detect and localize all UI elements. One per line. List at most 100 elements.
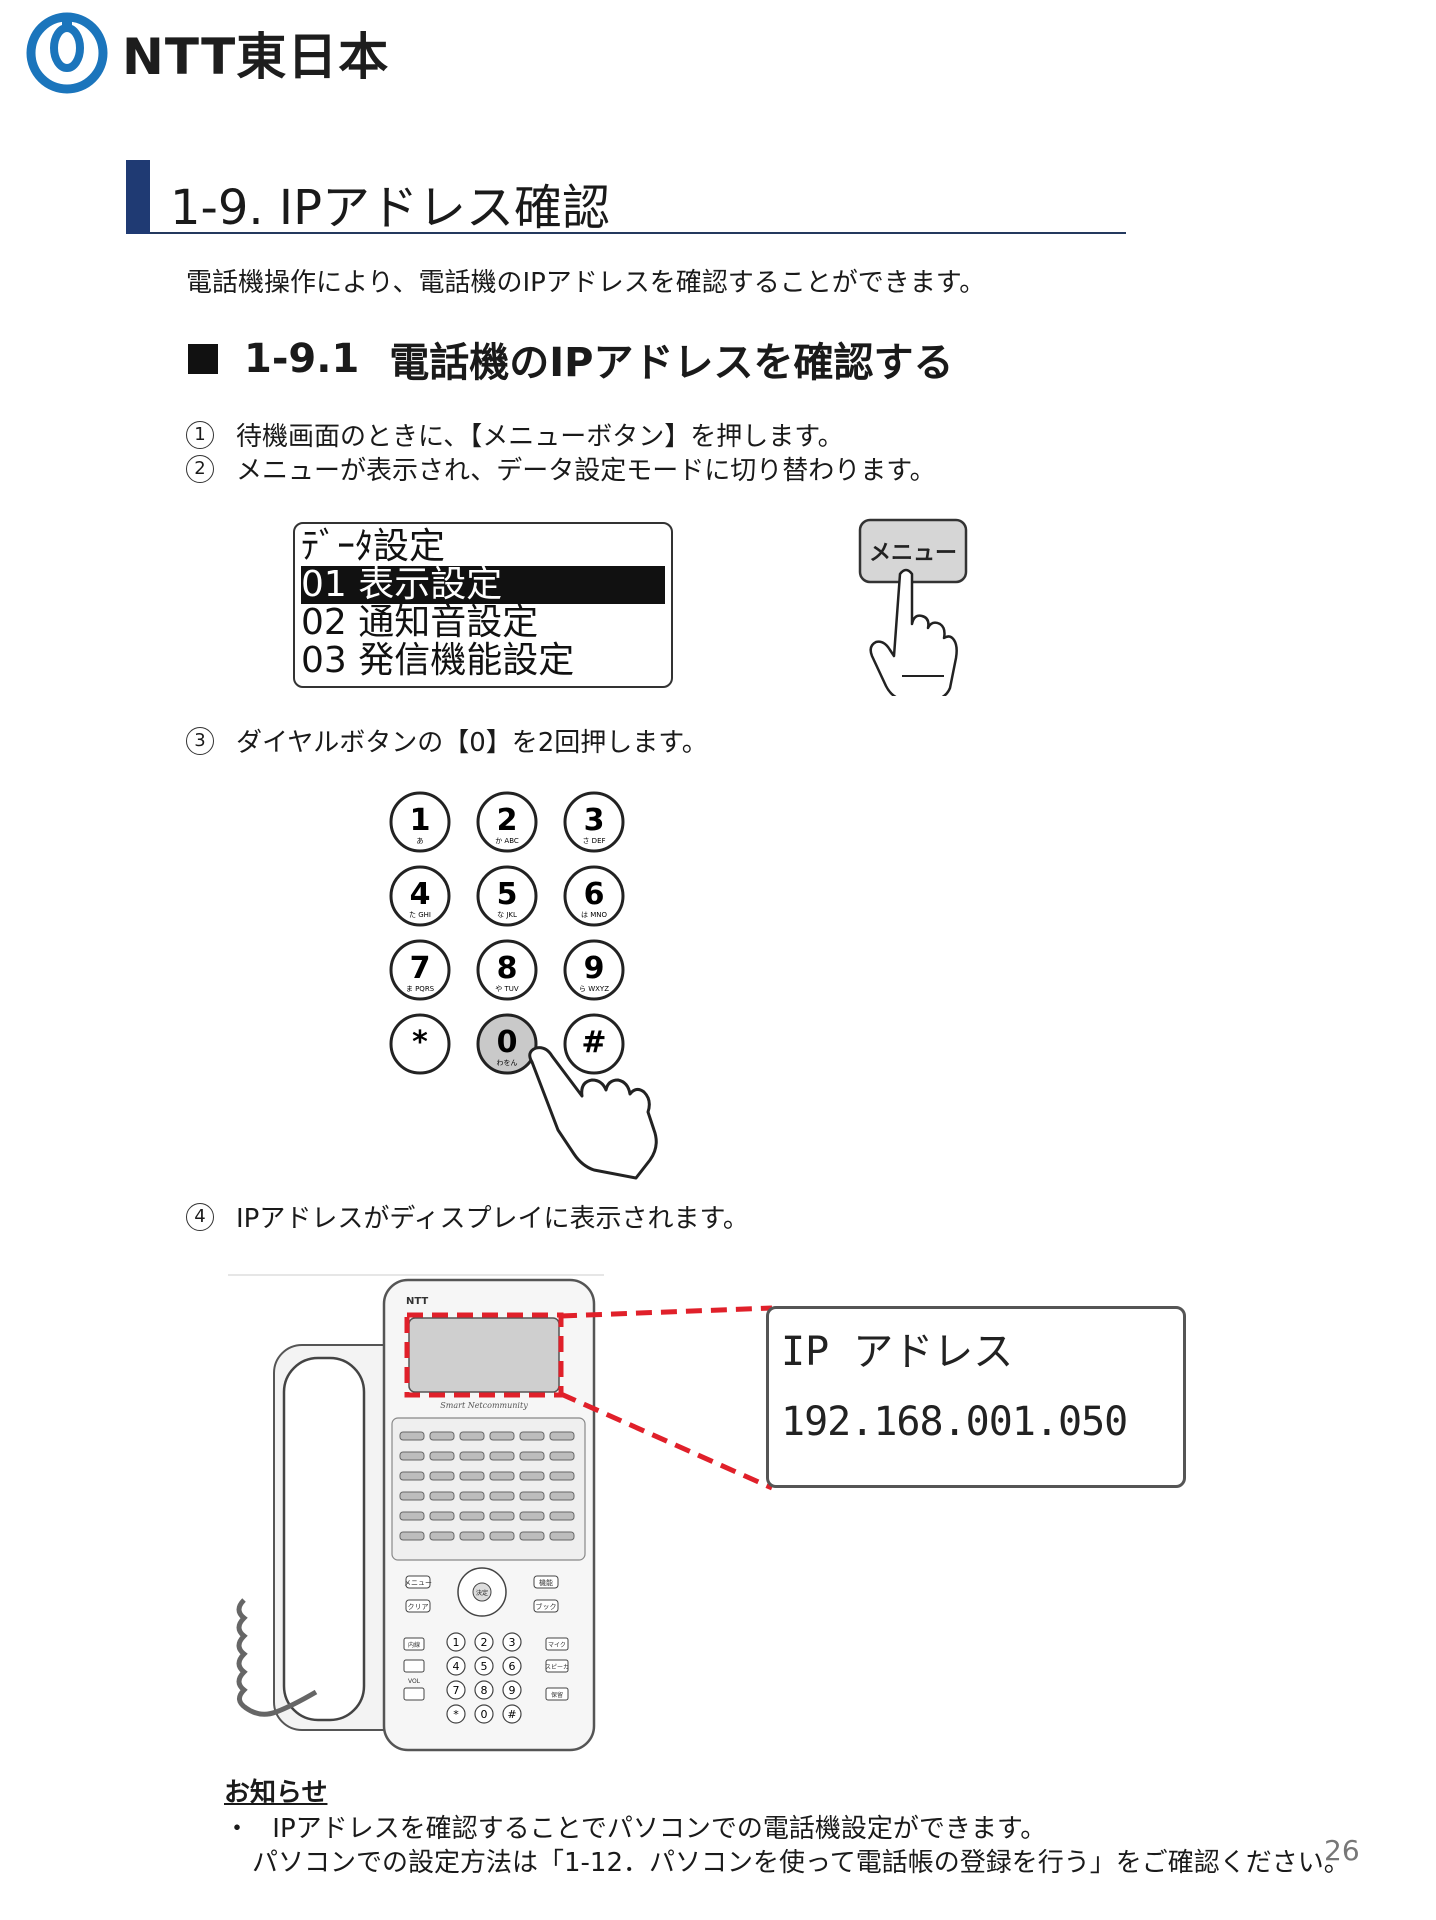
phone-lcd-screen (408, 1317, 560, 1393)
function-key (459, 1471, 485, 1481)
lcd-line-selected: 01 表示設定 (301, 566, 665, 604)
square-bullet-icon (188, 344, 218, 374)
phone-side-key (403, 1659, 425, 1673)
phone-illustration: NTT Smart Netcommunity メニュー クリア 機能 ブック 決… (228, 1274, 774, 1752)
notice-line-2: パソコンでの設定方法は「1-12．パソコンを使って電話帳の登録を行う」をご確認く… (252, 1848, 1350, 1878)
dial-key-label: 4 (410, 877, 431, 912)
function-key (489, 1471, 515, 1481)
dial-key: 6は MNO (563, 865, 625, 927)
function-key (549, 1471, 575, 1481)
dial-key-sublabel: か ABC (495, 837, 519, 845)
notice-title: お知らせ (224, 1778, 328, 1808)
function-key (489, 1531, 515, 1541)
phone-dial-key-label: 6 (509, 1660, 516, 1673)
phone-side-key-right (545, 1637, 569, 1651)
function-key (549, 1491, 575, 1501)
dial-key-sublabel: な JKL (497, 911, 517, 919)
dial-key-label: 6 (584, 877, 605, 912)
dial-key-label: # (581, 1025, 606, 1060)
phone-function-key-label: 機能 (539, 1578, 553, 1587)
phone-dial-key (474, 1656, 494, 1676)
function-key (549, 1431, 575, 1441)
function-key (459, 1451, 485, 1461)
subsection-heading: 1-9.1 電話機のIPアドレスを確認する (188, 330, 954, 388)
hand-pointer-icon (869, 568, 958, 696)
dial-key-circle (476, 1013, 538, 1075)
function-key (459, 1511, 485, 1521)
menu-button-press-illustration: メニュー (858, 518, 968, 696)
dial-key-sublabel: や TUV (495, 985, 519, 993)
phone-side-key-right-label: 保留 (551, 1691, 563, 1699)
phone-dial-key-label: 5 (481, 1660, 488, 1673)
phone-dial-key (446, 1680, 466, 1700)
phone-model-label: Smart Netcommunity (440, 1401, 528, 1410)
phone-dial-key (502, 1680, 522, 1700)
lcd-line: 03 発信機能設定 (301, 640, 575, 681)
dial-key-label: 2 (497, 803, 518, 838)
function-key (429, 1451, 455, 1461)
dial-key-sublabel: ら WXYZ (579, 985, 609, 993)
function-key (489, 1431, 515, 1441)
subsection-number: 1-9.1 (244, 336, 360, 382)
dial-key: # (563, 1013, 625, 1075)
step-2: 2 メニューが表示され、データ設定モードに切り替わります。 (186, 450, 936, 487)
menu-button-label: メニュー (869, 541, 957, 566)
phone-dial-key-label: * (453, 1708, 459, 1721)
dial-key-label: 0 (497, 1025, 518, 1060)
phone-dial-key (474, 1632, 494, 1652)
lcd-line: ﾃﾞｰﾀ設定 (301, 526, 446, 567)
notice-line-1: ・ IPアドレスを確認することでパソコンでの電話機設定ができます。 (224, 1808, 1046, 1845)
phone-dial-key-label: 3 (509, 1636, 516, 1649)
dial-key-circle (389, 791, 451, 853)
dial-key-label: 1 (410, 803, 431, 838)
function-key (399, 1531, 425, 1541)
function-key (399, 1431, 425, 1441)
phone-dial-key-label: 0 (481, 1708, 488, 1721)
dial-key-circle (563, 939, 625, 1001)
function-key (549, 1511, 575, 1521)
phone-book-key (533, 1599, 559, 1613)
function-key (519, 1531, 545, 1541)
dial-key-circle (476, 865, 538, 927)
step-3: 3 ダイヤルボタンの【0】を2回押します。 (186, 722, 708, 759)
dial-key-circle (563, 865, 625, 927)
section-title: 1-9. IPアドレス確認 (170, 180, 611, 236)
phone-dial-key (474, 1680, 494, 1700)
phone-dial-key-label: # (507, 1708, 516, 1721)
phone-dial-key (502, 1632, 522, 1652)
section-heading: 1-9. IPアドレス確認 (126, 160, 1126, 236)
phone-dial-key (502, 1704, 522, 1724)
dial-key-sublabel: た GHI (409, 911, 431, 919)
function-key (399, 1491, 425, 1501)
dial-key-sublabel: さ DEF (582, 837, 605, 845)
dial-key-circle (389, 939, 451, 1001)
function-key (429, 1531, 455, 1541)
hand-pointer-icon (528, 1046, 658, 1180)
phone-side-key-label: VOL (408, 1678, 421, 1685)
phone-dial-key-label: 1 (453, 1636, 460, 1649)
function-key (549, 1531, 575, 1541)
dial-key-circle (563, 791, 625, 853)
function-key (399, 1511, 425, 1521)
step-text: メニューが表示され、データ設定モードに切り替わります。 (236, 456, 936, 486)
function-key (519, 1451, 545, 1461)
phone-menu-key (405, 1575, 431, 1589)
phone-dial-key (446, 1704, 466, 1724)
dial-key-circle (389, 1013, 451, 1075)
phone-dial-key-label: 2 (481, 1636, 488, 1649)
dial-key-circle (476, 939, 538, 1001)
phone-dial-key-label: 7 (453, 1684, 460, 1697)
dial-key-label: 7 (410, 951, 431, 986)
dial-key: 9ら WXYZ (563, 939, 625, 1001)
phone-clear-key-label: クリア (408, 1603, 429, 1611)
dial-key-sublabel: は MNO (581, 911, 608, 919)
function-key (459, 1431, 485, 1441)
dial-key: 2か ABC (476, 791, 538, 853)
function-key (519, 1471, 545, 1481)
function-key (489, 1511, 515, 1521)
dial-key-sublabel: わをん (497, 1059, 518, 1067)
function-key (429, 1431, 455, 1441)
function-key (519, 1511, 545, 1521)
